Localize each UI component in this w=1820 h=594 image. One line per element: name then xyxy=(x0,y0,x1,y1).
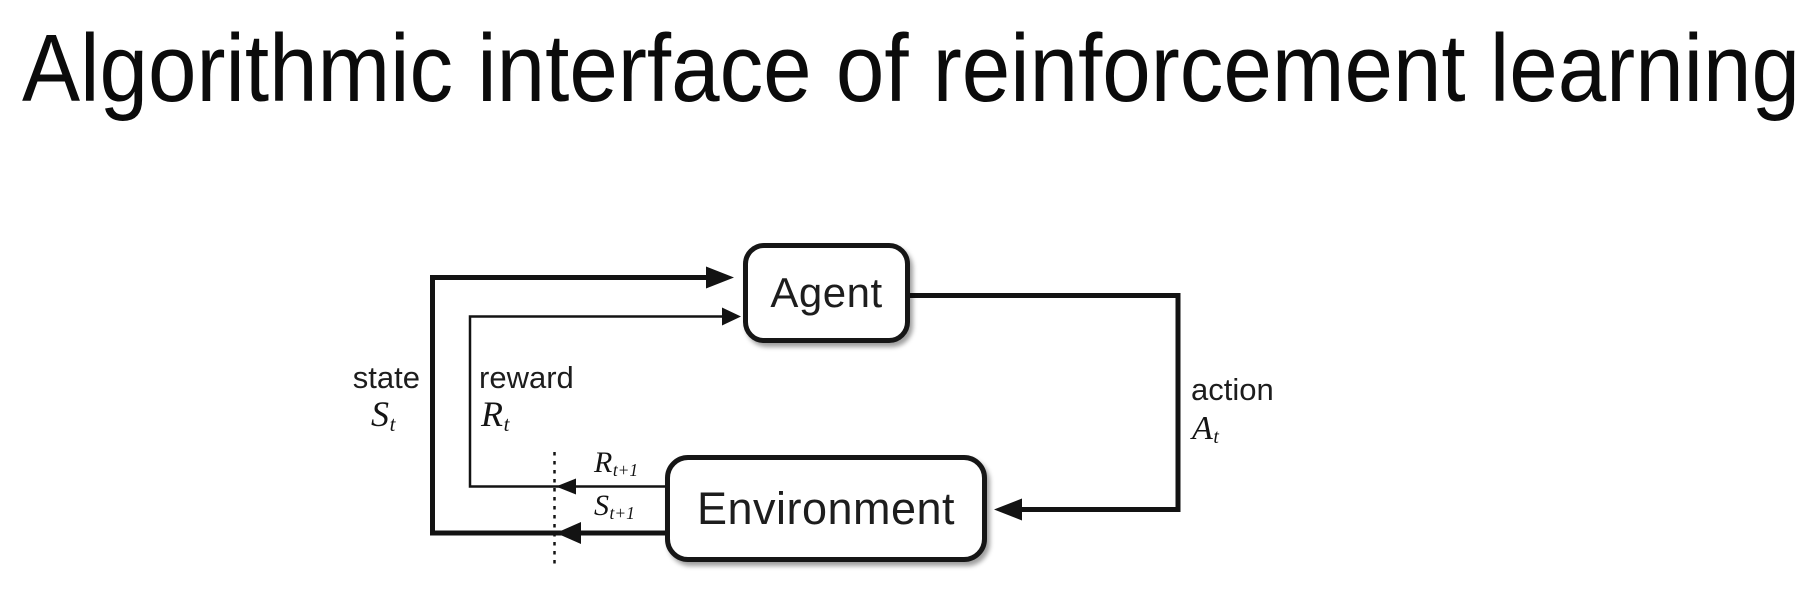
next-reward-symbol-subscript: t+1 xyxy=(612,459,639,480)
next-reward-symbol-main: R xyxy=(594,446,613,479)
state-feedback-line xyxy=(430,275,706,536)
page-title: Algorithmic interface of reinforcement l… xyxy=(22,15,1800,122)
reward-into-agent-arrowhead-icon xyxy=(722,307,741,326)
reward-symbol-subscript: t xyxy=(503,411,510,436)
action-word-label: action xyxy=(1191,372,1274,407)
action-symbol-main: A xyxy=(1192,410,1213,447)
action-line xyxy=(905,293,1181,512)
state-into-agent-arrowhead-icon xyxy=(706,266,734,289)
reward-word-label: reward xyxy=(479,360,574,395)
agent-node-label: Agent xyxy=(770,269,883,316)
next-state-arrowhead-icon xyxy=(556,522,581,544)
next-reward-arrowhead-icon xyxy=(556,478,576,495)
title-area: Algorithmic interface of reinforcement l… xyxy=(22,15,1800,122)
environment-node: Environment xyxy=(665,455,987,562)
action-into-environment-arrowhead-icon xyxy=(994,498,1022,521)
agent-node: Agent xyxy=(743,243,910,343)
state-symbol-main: S xyxy=(371,394,389,434)
next-state-symbol-subscript: t+1 xyxy=(609,502,635,523)
next-state-symbol-main: S xyxy=(594,489,609,522)
state-symbol-subscript: t xyxy=(389,411,396,436)
action-symbol-label: At xyxy=(1192,410,1219,449)
state-word-label: state xyxy=(352,360,420,395)
action-symbol-subscript: t xyxy=(1213,426,1219,449)
reward-symbol-label: Rt xyxy=(481,394,509,434)
next-reward-symbol-label: Rt+1 xyxy=(594,446,639,480)
next-state-symbol-label: St+1 xyxy=(594,489,635,523)
environment-node-label: Environment xyxy=(696,482,956,534)
reward-symbol-main: R xyxy=(481,394,503,434)
state-symbol-label: St xyxy=(371,394,395,434)
